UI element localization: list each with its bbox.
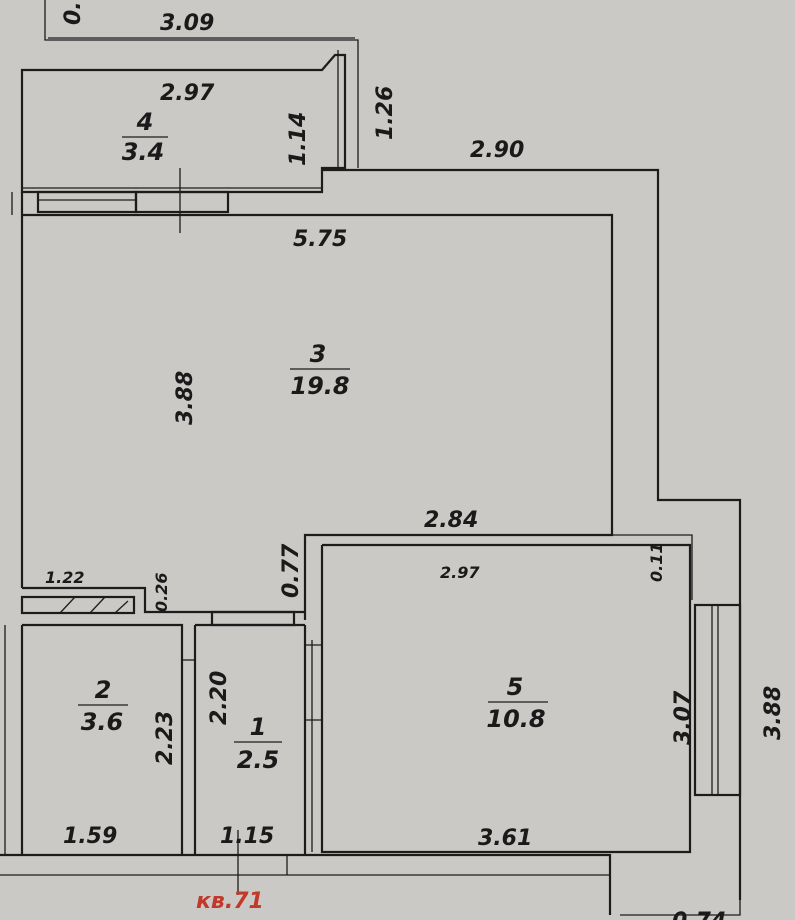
room-number: 5 (507, 673, 524, 701)
room-area: 2.5 (237, 746, 280, 774)
dim-wc-width: 1.15 (220, 824, 274, 849)
dim-bath-height: 2.23 (153, 711, 178, 765)
balcony-walls (20, 0, 359, 233)
dim-living-depth: 3.88 (173, 371, 198, 425)
dim-top-right-width: 2.90 (470, 138, 524, 163)
room-number: 3 (310, 340, 327, 368)
dim-right-outer-height: 3.88 (761, 686, 786, 740)
dim-balcony-outer-width: 3.09 (160, 11, 214, 36)
room-2-label: 2 3.6 (78, 676, 128, 736)
room-area: 3.6 (81, 708, 124, 736)
dim-living-width: 5.75 (293, 227, 347, 252)
dim-balcony-depth-inner: 1.14 (286, 112, 311, 166)
room-area: 19.8 (290, 372, 349, 400)
room-4-label: 4 3.4 (122, 108, 168, 166)
dim-corridor-offset: 0.26 (152, 573, 171, 612)
dim-bedroom-small-offset: 0.11 (647, 543, 666, 582)
room-number: 4 (136, 108, 154, 136)
room-1-label: 1 2.5 (234, 713, 282, 774)
room-area: 10.8 (486, 705, 545, 733)
dim-bedroom-bottom-width: 3.61 (478, 826, 532, 851)
dim-top-left-cut: 0. (61, 1, 86, 25)
apartment-marker: кв.71 (196, 889, 264, 914)
dim-bath-width: 1.59 (63, 824, 117, 849)
dim-bedroom-top-width: 2.97 (440, 563, 480, 582)
room-number: 2 (95, 676, 112, 704)
dim-bedroom-height: 3.07 (671, 690, 696, 745)
room-number: 1 (250, 713, 267, 741)
bedroom-walls (311, 534, 742, 854)
dim-balcony-inner-width: 2.97 (160, 81, 215, 106)
dim-wc-height: 2.20 (207, 671, 232, 725)
dim-bottom-right-cut: 0.74 (672, 909, 726, 920)
bath-and-wc-walls (4, 610, 322, 895)
room-3-label: 3 19.8 (290, 340, 350, 400)
dim-wall-offset: 0.77 (279, 543, 304, 598)
room-area: 3.4 (122, 138, 165, 166)
room-5-label: 5 10.8 (486, 673, 548, 733)
dim-balcony-depth-outer: 1.26 (373, 86, 398, 140)
dim-corridor-width: 1.22 (45, 568, 84, 587)
dim-living-bottom-width: 2.84 (424, 508, 478, 533)
